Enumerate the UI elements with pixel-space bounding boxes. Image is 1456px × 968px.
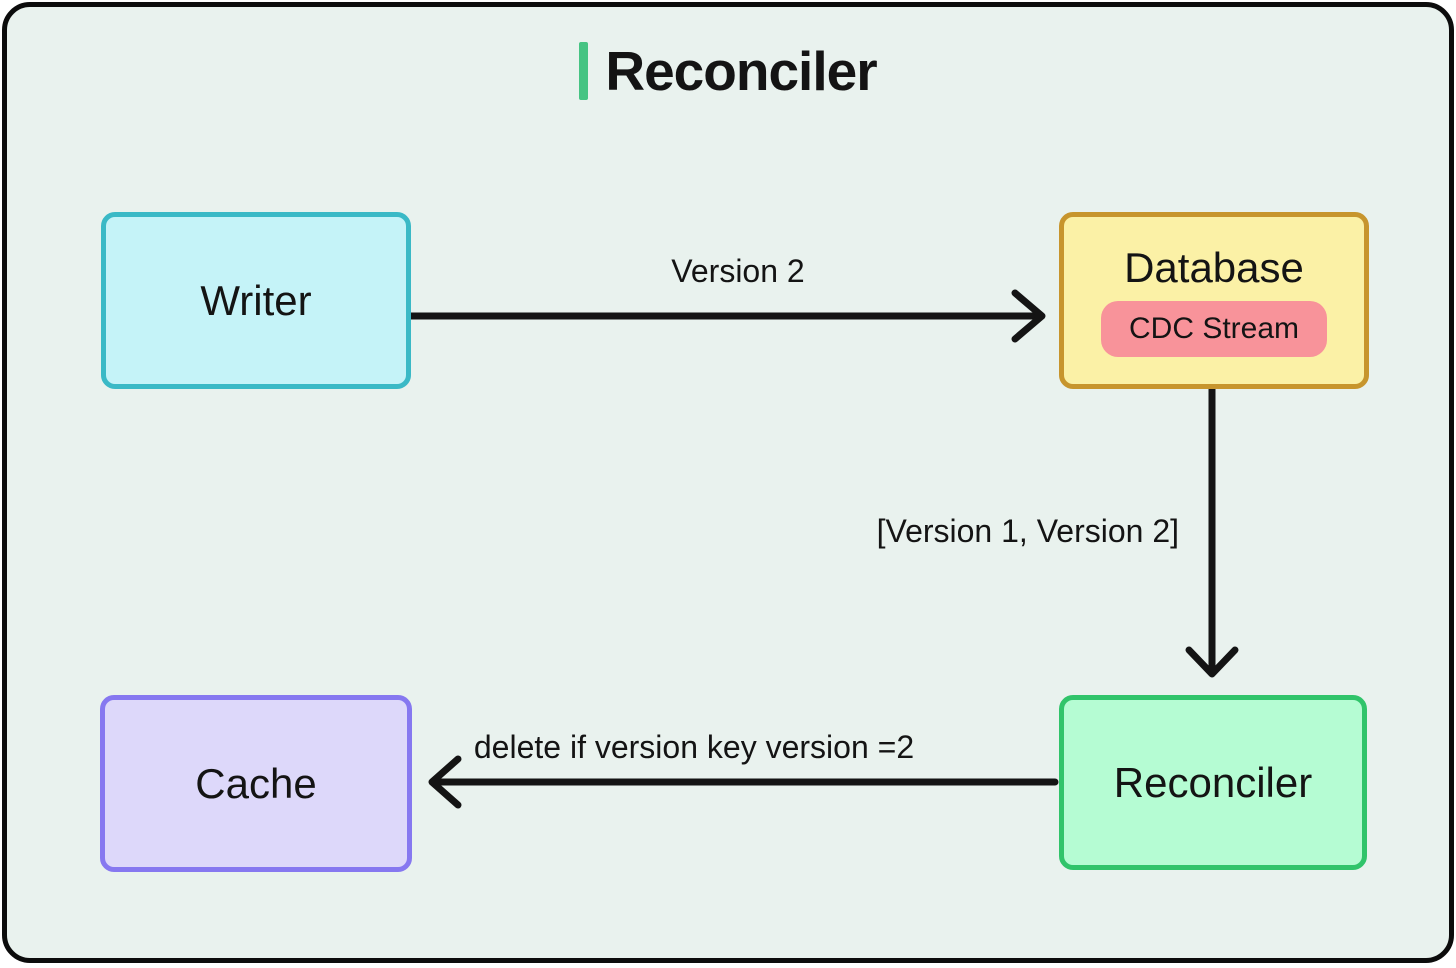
edge-label-version-2: Version 2: [671, 253, 805, 289]
node-cache-label: Cache: [195, 759, 317, 807]
cdc-stream-label: CDC Stream: [1128, 312, 1300, 345]
node-cache: Cache: [100, 695, 412, 872]
node-database: Database CDC Stream: [1059, 212, 1369, 389]
cdc-stream-badge: CDC Stream: [1100, 301, 1328, 357]
node-reconciler: Reconciler: [1059, 695, 1367, 870]
diagram-title: Reconciler: [7, 39, 1449, 103]
node-writer-label: Writer: [200, 276, 312, 324]
arrow-writer-to-database: [407, 289, 1046, 343]
node-database-label: Database: [1124, 244, 1304, 291]
edge-label-version-list: [Version 1, Version 2]: [876, 513, 1179, 549]
arrow-database-to-reconciler: [1185, 385, 1239, 678]
node-reconciler-label: Reconciler: [1113, 758, 1313, 806]
edge-label-delete-condition: delete if version key version =2: [473, 729, 915, 765]
title-accent-bar: [579, 42, 589, 100]
node-writer: Writer: [101, 212, 411, 389]
title-text: Reconciler: [605, 40, 877, 102]
